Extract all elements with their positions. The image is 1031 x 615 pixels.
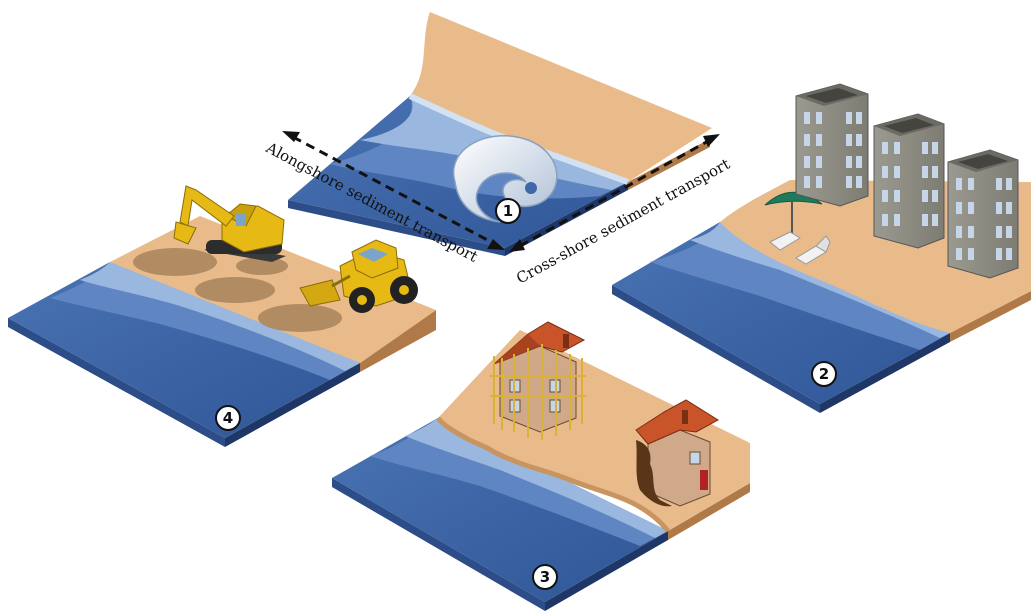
hotel-building-1 (795, 83, 869, 207)
scene-2-water-side-right (820, 333, 950, 413)
scene-4-number-badge: 4 (215, 405, 241, 431)
sun-lounger-icon (769, 231, 831, 265)
hotel-building-2 (873, 113, 945, 249)
scene-3-sand-side (668, 483, 750, 540)
scene-1-wave: 1 (288, 12, 712, 256)
collapsing-house-icon (635, 399, 719, 507)
scene-2-number-badge: 2 (811, 361, 837, 387)
scene-3-water-side-right (545, 531, 668, 611)
scene-4-water-light (80, 262, 360, 371)
scene-2-water-side (612, 285, 820, 413)
scene-4-water-side-right (225, 363, 360, 447)
scene-1-water-side (288, 200, 505, 256)
scene-1-number: 1 (503, 202, 513, 220)
house-on-stilts-icon (490, 321, 586, 440)
scene-4-sand-side (360, 310, 436, 372)
scene-3-number: 3 (540, 568, 550, 586)
crossshore-arrow (509, 134, 720, 252)
hotel-building-3 (947, 149, 1019, 279)
scene-1-sand (410, 12, 712, 182)
wheel-loader-icon (299, 239, 418, 313)
scene-2-water-mid (650, 222, 950, 350)
alongshore-arrow (282, 131, 505, 250)
scene-4-machinery: 4 (8, 185, 436, 447)
scene-2-hotels: 2 (612, 83, 1031, 413)
excavator-icon (173, 185, 286, 262)
scene-4-water-side (8, 318, 225, 447)
eroded-foundation (636, 440, 672, 507)
scene-4-number: 4 (223, 409, 233, 427)
scene-3-eroded-scarp (436, 416, 670, 533)
scene-2-sand-side (950, 291, 1031, 342)
scene-3-houses: 3 (332, 321, 750, 611)
scene-3-number-badge: 3 (532, 564, 558, 590)
wave-curl-icon (452, 135, 558, 223)
sand-piles (133, 248, 342, 332)
scene-2-number: 2 (819, 365, 829, 383)
scene-3-water-side (332, 478, 545, 611)
scene-1-number-badge: 1 (495, 198, 521, 224)
scene-3-water-light (405, 418, 668, 538)
